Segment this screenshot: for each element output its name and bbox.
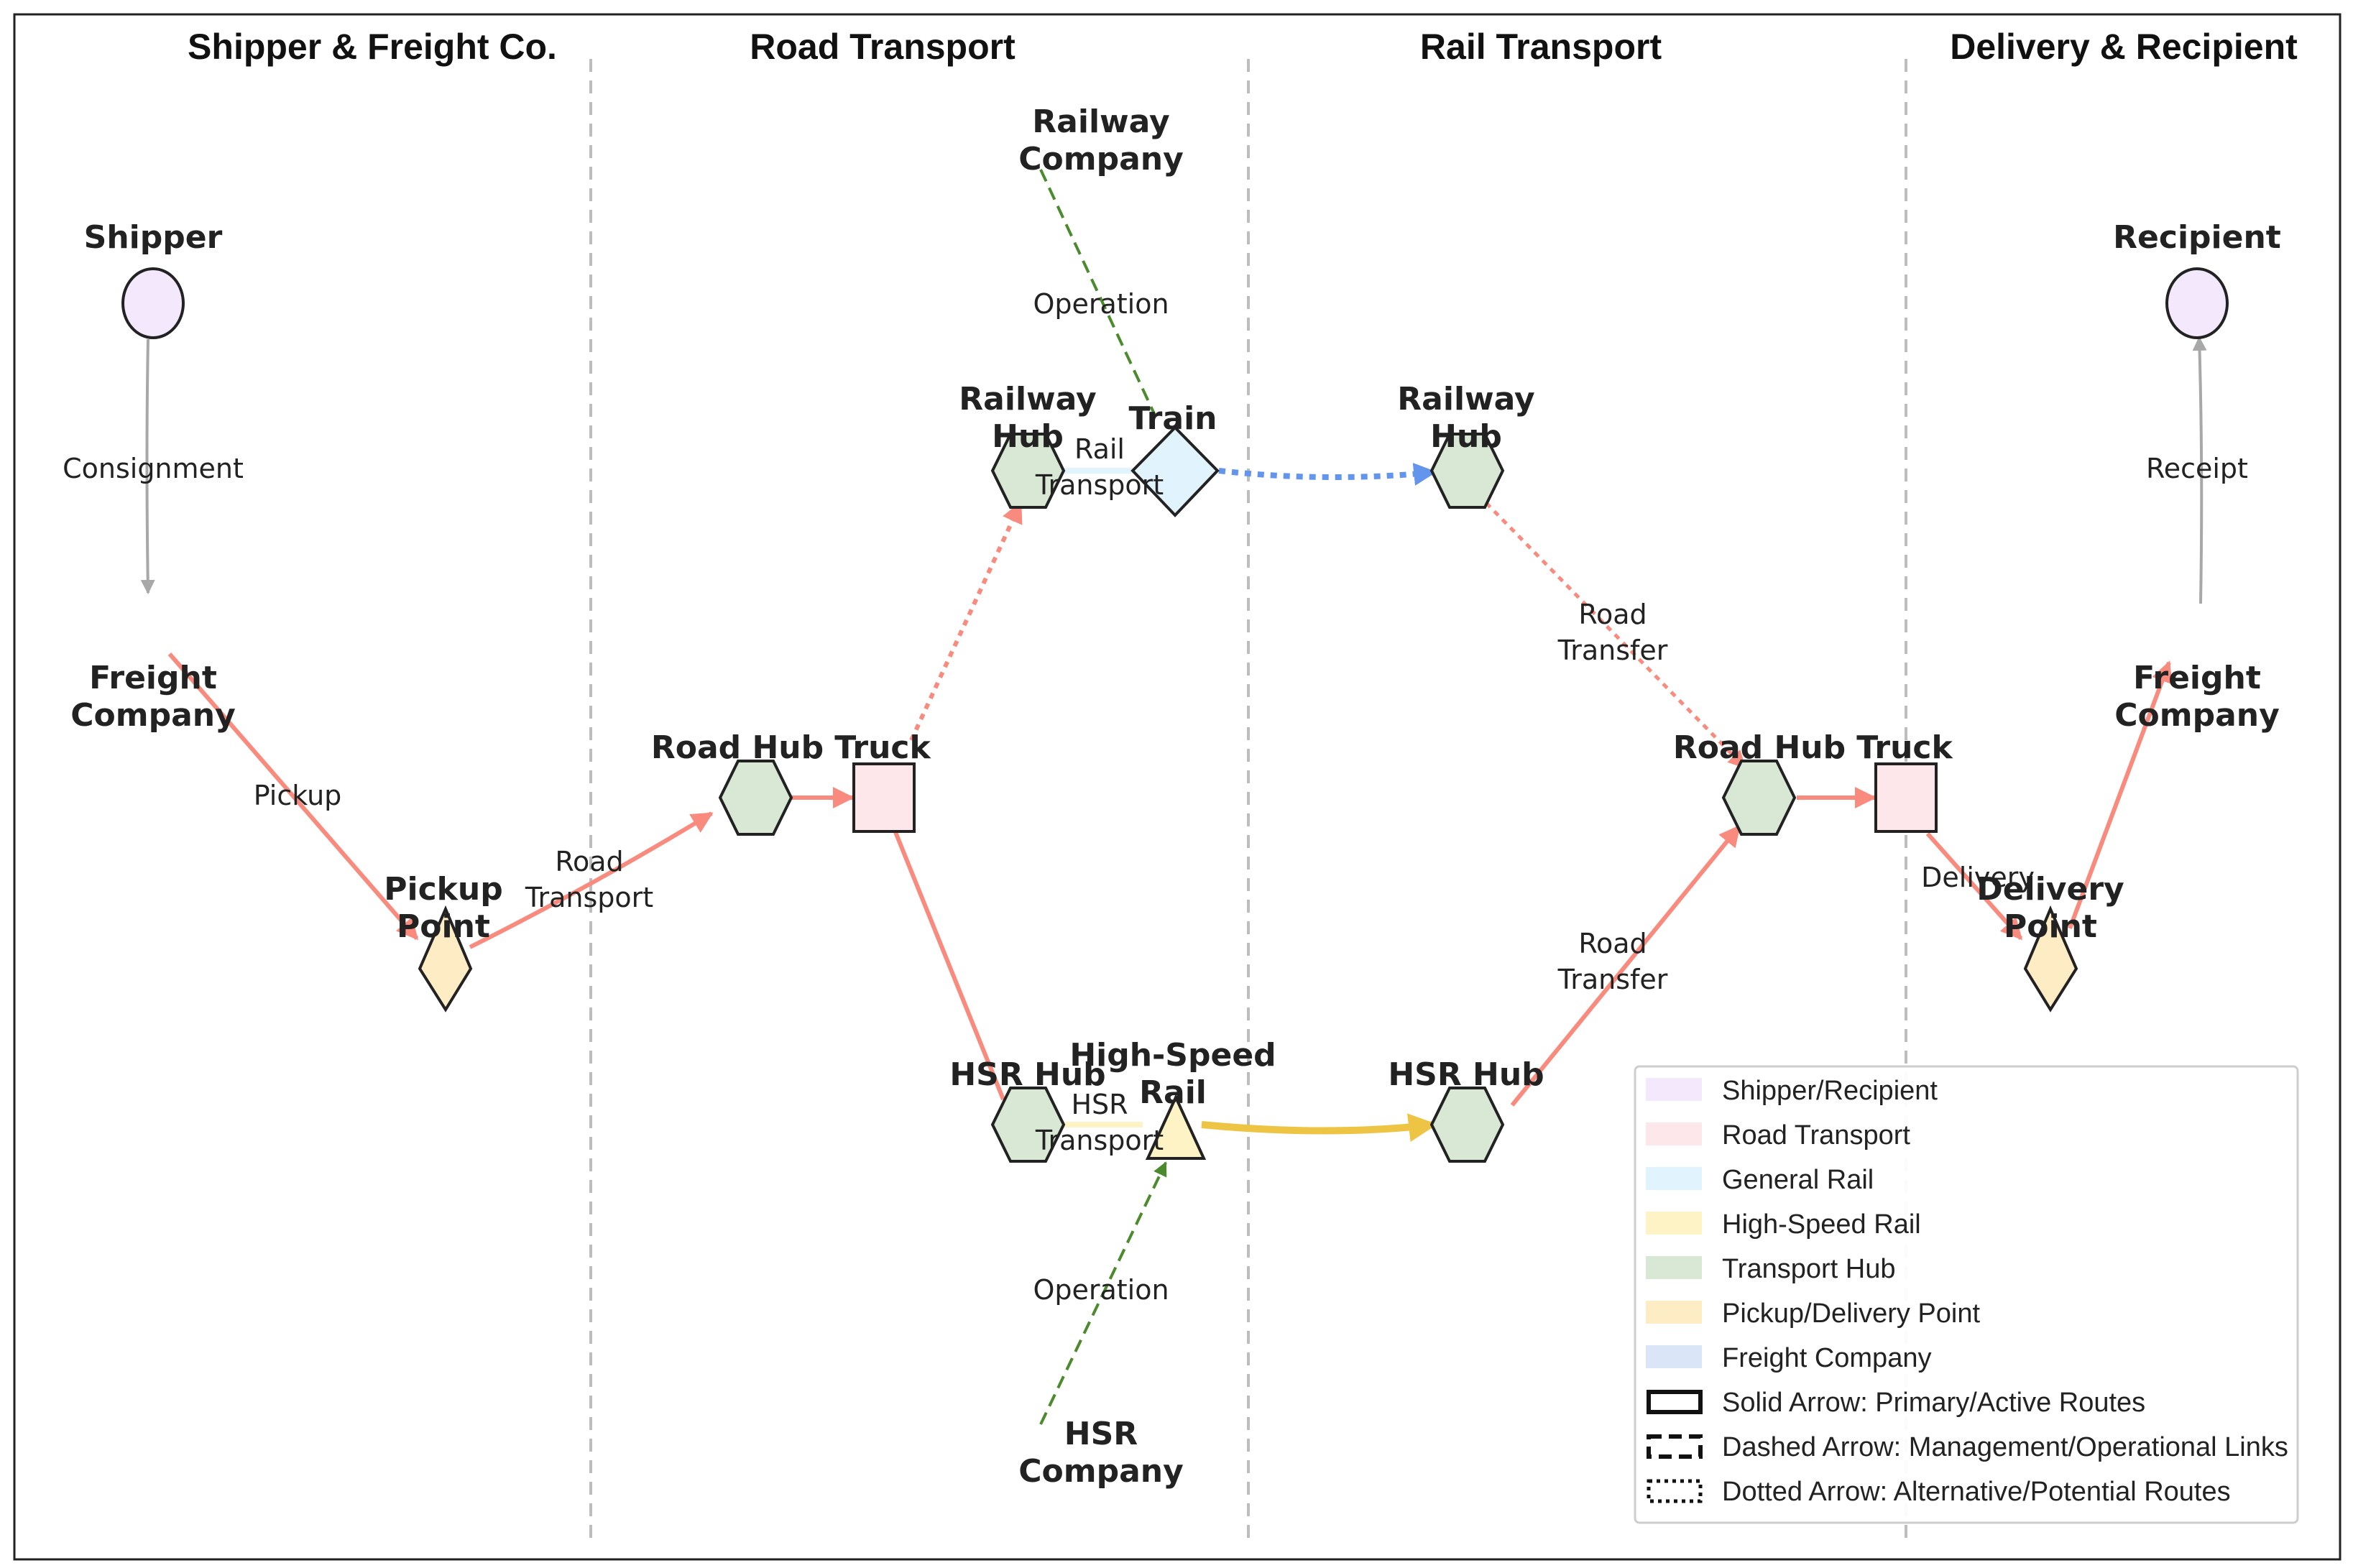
legend-swatch-pickup-delivery xyxy=(1646,1301,1702,1324)
railway-hub-left-node xyxy=(990,433,1066,509)
train-node xyxy=(1131,425,1220,517)
legend-label-solid-arrow: Solid Arrow: Primary/Active Routes xyxy=(1722,1388,2145,1418)
edge-consignment xyxy=(140,338,155,594)
legend-label-freight-company: Freight Company xyxy=(1722,1343,1931,1373)
legend-swatch-general-rail xyxy=(1646,1167,1702,1190)
legend-label-dotted-arrow: Dotted Arrow: Alternative/Potential Rout… xyxy=(1722,1477,2231,1507)
legend-swatch-high-speed-rail xyxy=(1646,1212,1702,1235)
legend-swatch-road-transport xyxy=(1646,1122,1702,1145)
recipient-node xyxy=(2165,267,2229,339)
road-hub-left-node xyxy=(718,760,793,836)
high-speed-rail-node xyxy=(1145,1094,1207,1160)
label-shipper: Shipper xyxy=(84,219,223,256)
edge-label-delivery: Delivery xyxy=(1921,862,2035,893)
truck-right-node xyxy=(1874,762,1938,833)
edge-label-operation-rail: Operation xyxy=(1033,288,1169,320)
legend-box xyxy=(1634,1065,2299,1524)
edge-road-transfer-bottom xyxy=(1510,824,1741,1107)
hsr-hub-left-node xyxy=(990,1087,1066,1163)
label-truck-left: Truck xyxy=(834,729,931,766)
edge-receipt xyxy=(2192,336,2207,604)
section-title-delivery: Delivery & Recipient xyxy=(1950,27,2298,67)
label-hsr-hub-right: HSR Hub xyxy=(1388,1056,1544,1093)
railway-hub-right-node xyxy=(1429,433,1505,509)
edge-label-pickup: Pickup xyxy=(254,780,342,811)
edge-label-receipt: Receipt xyxy=(2146,453,2248,484)
legend-swatch-solid-arrow xyxy=(1647,1390,1703,1414)
delivery-point-node xyxy=(2023,905,2078,1013)
section-title-shipper: Shipper & Freight Co. xyxy=(188,27,557,67)
legend: Shipper/Recipient Road Transport General… xyxy=(1634,1065,2299,1524)
legend-swatch-transport-hub xyxy=(1646,1256,1702,1279)
edge-train-railwayhub xyxy=(1218,463,1437,486)
label-recipient: Recipient xyxy=(2113,219,2281,256)
edge-truck-railwayhub xyxy=(909,501,1023,742)
section-title-rail: Rail Transport xyxy=(1420,27,1662,67)
legend-label-shipper-recipient: Shipper/Recipient xyxy=(1722,1076,1938,1106)
section-title-road: Road Transport xyxy=(750,27,1016,67)
edge-operation-hsr xyxy=(1039,1161,1167,1425)
legend-label-high-speed-rail: High-Speed Rail xyxy=(1722,1209,1921,1240)
legend-label-pickup-delivery: Pickup/Delivery Point xyxy=(1722,1299,1980,1329)
legend-label-general-rail: General Rail xyxy=(1722,1165,1874,1195)
legend-swatch-dashed-arrow xyxy=(1647,1434,1703,1459)
legend-label-road-transport: Road Transport xyxy=(1722,1120,1910,1150)
legend-swatch-dotted-arrow xyxy=(1647,1479,1703,1503)
label-train: Train xyxy=(1129,400,1217,437)
edge-operation-rail xyxy=(1039,169,1157,418)
edge-pickup xyxy=(167,652,419,941)
pickup-point-node xyxy=(418,905,473,1013)
legend-label-dashed-arrow: Dashed Arrow: Management/Operational Lin… xyxy=(1722,1432,2288,1462)
edge-label-operation-hsr: Operation xyxy=(1033,1274,1169,1306)
label-road-hub-right: Road Hub xyxy=(1673,729,1846,766)
label-hsr-hub-left: HSR Hub xyxy=(949,1056,1105,1093)
legend-swatch-shipper-recipient xyxy=(1646,1078,1702,1101)
edge-road-transport xyxy=(469,811,714,949)
edge-delivery xyxy=(1925,832,2023,941)
edge-road-transfer-top xyxy=(1485,502,1746,769)
edge-label-consignment: Consignment xyxy=(63,453,244,484)
label-truck-right: Truck xyxy=(1856,729,1953,766)
road-hub-right-node xyxy=(1721,760,1797,836)
hsr-hub-right-node xyxy=(1429,1087,1505,1163)
edge-hsr-hsrhub xyxy=(1201,1113,1437,1143)
legend-label-transport-hub: Transport Hub xyxy=(1722,1254,1895,1284)
legend-swatch-freight-company xyxy=(1646,1345,1702,1368)
edge-delivery-freight xyxy=(2068,660,2173,930)
truck-left-node xyxy=(852,762,916,833)
shipper-node xyxy=(121,267,185,339)
label-road-hub-left: Road Hub xyxy=(651,729,824,766)
edge-truck-hsrhub xyxy=(893,831,1005,1101)
